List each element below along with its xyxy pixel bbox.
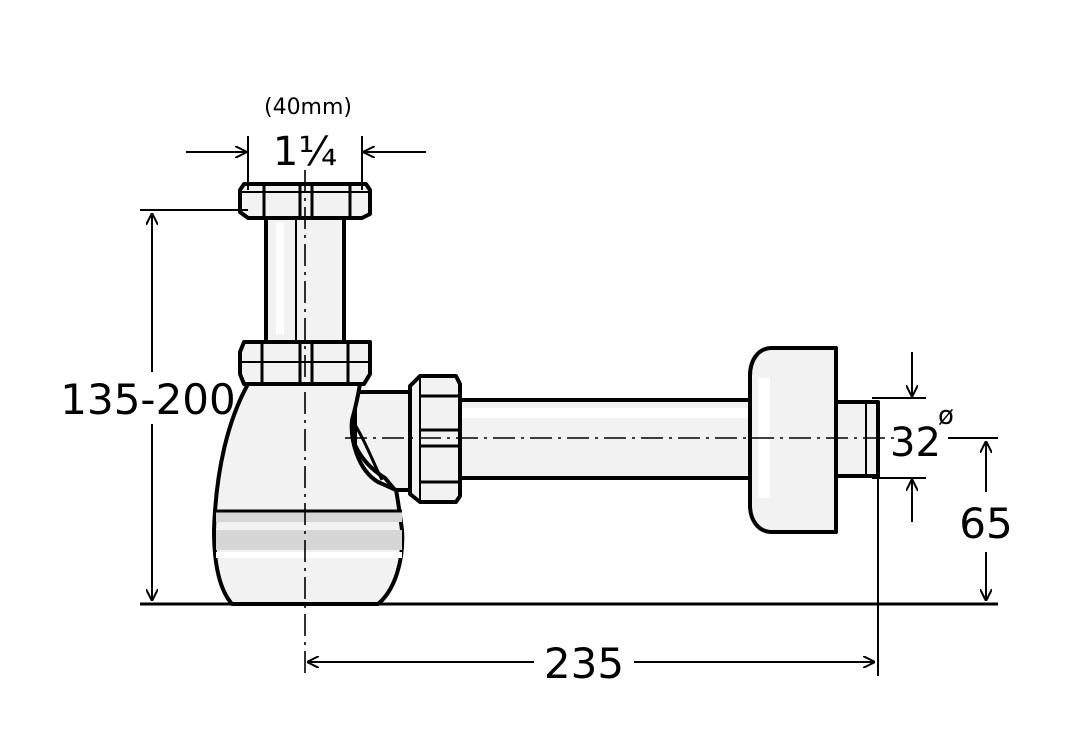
horizontal-pipe	[458, 398, 754, 480]
length-label: 235	[544, 639, 624, 688]
height-dimension: 135-200	[60, 209, 248, 600]
inlet-size-label: 1¼	[273, 129, 337, 175]
wall-rosette	[748, 346, 838, 534]
outlet-height-dimension: 65	[948, 437, 1013, 600]
inlet-dimension: (40mm) 1¼	[186, 95, 426, 190]
outlet-diameter-dimension: 32 ø	[872, 352, 954, 522]
outlet-nut	[408, 374, 462, 504]
inlet-metric-label: (40mm)	[264, 95, 352, 120]
siphon-bottle	[212, 382, 414, 606]
length-dimension: 235	[308, 476, 879, 688]
diameter-symbol: ø	[938, 401, 954, 431]
outlet-diameter-label: 32	[890, 420, 941, 466]
height-range-label: 135-200	[60, 375, 236, 424]
outlet-height-label: 65	[959, 499, 1012, 548]
pipe-stub	[834, 400, 880, 478]
